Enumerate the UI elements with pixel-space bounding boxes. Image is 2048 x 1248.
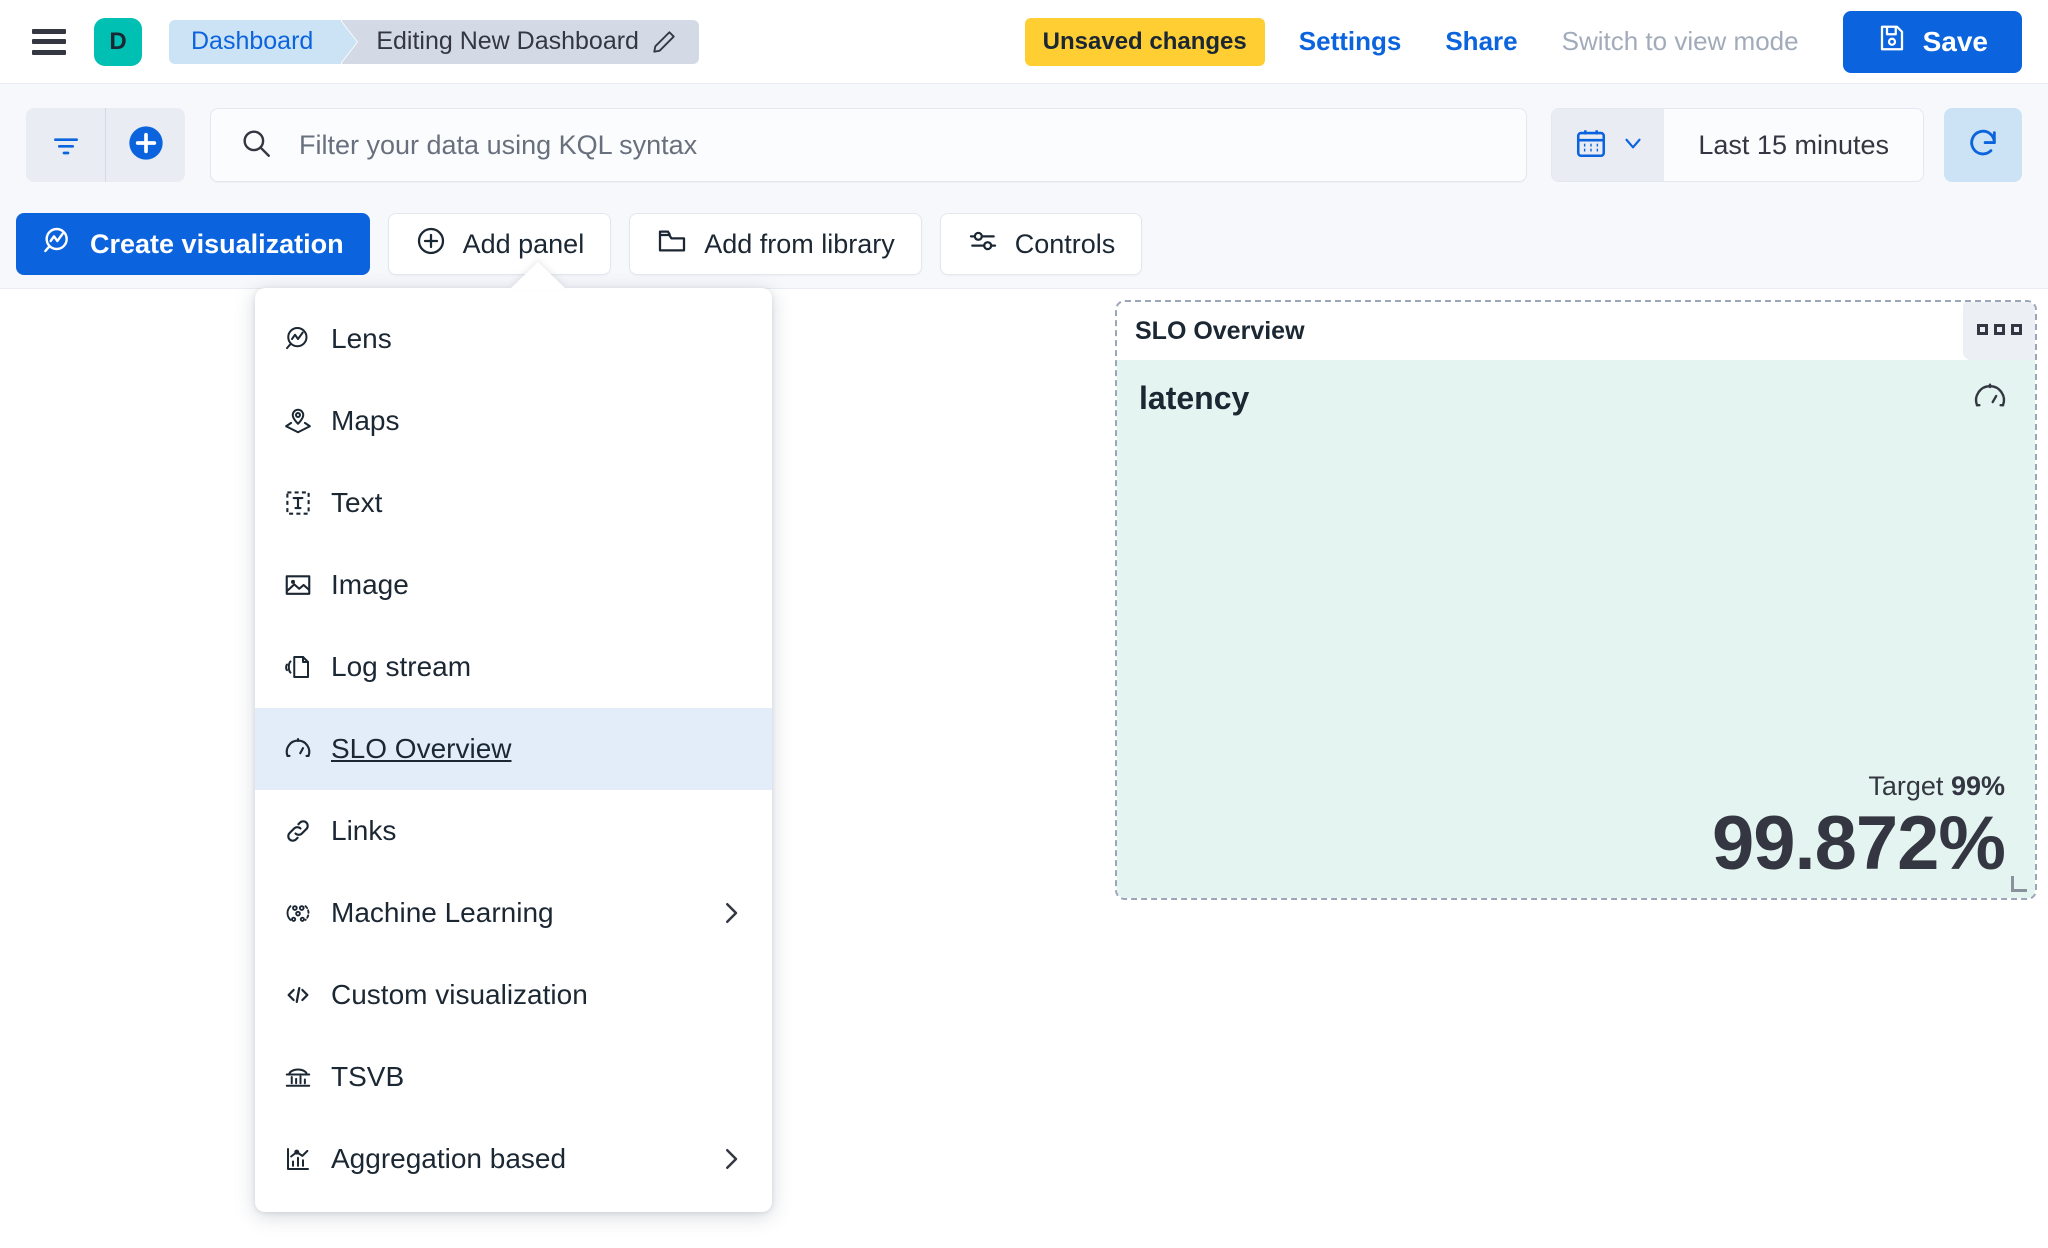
add-from-library-label: Add from library [704, 228, 895, 259]
divider [105, 108, 106, 182]
add-panel-label: Add panel [462, 228, 585, 259]
date-range-display[interactable]: Last 15 minutes [1698, 129, 1889, 160]
menu-item-log-stream[interactable]: Log stream [255, 626, 772, 708]
popover-arrow [510, 262, 566, 289]
date-range-picker: Last 15 minutes [1551, 108, 1924, 182]
menu-item-machine-learning[interactable]: Machine Learning [255, 872, 772, 954]
slo-target-value: 99% [1950, 771, 2005, 801]
slo-panel-body: latency Target 99% 99.872% [1117, 360, 2035, 898]
menu-item-label: Lens [331, 323, 392, 354]
link-icon [283, 816, 325, 846]
header-actions: Unsaved changes Settings Share Switch to… [1024, 10, 2048, 73]
chevron-right-icon [716, 898, 746, 928]
menu-item-text[interactable]: Text [255, 462, 772, 544]
chevron-down-icon [1620, 130, 1646, 161]
slo-target: Target 99% [1712, 771, 2005, 802]
save-button-label: Save [1922, 25, 1988, 57]
controls-button[interactable]: Controls [939, 213, 1143, 275]
search-icon [239, 126, 273, 165]
editing-toolbar: Create visualization Add panel Add from … [0, 200, 2048, 288]
menu-item-label: Log stream [331, 651, 472, 682]
slo-stats: Target 99% 99.872% [1711, 771, 2006, 886]
add-panel-menu: Lens Maps Text [255, 288, 772, 1212]
map-marker-layers-icon [283, 406, 325, 436]
log-stream-icon [283, 652, 325, 682]
search-input[interactable] [299, 129, 1499, 161]
menu-item-custom-visualization[interactable]: Custom visualization [255, 954, 772, 1036]
plus-circle-icon [126, 123, 166, 168]
gauge-icon [1971, 378, 2009, 421]
menu-item-label: Custom visualization [331, 979, 588, 1010]
refresh-icon [1966, 127, 2000, 164]
menu-item-lens[interactable]: Lens [255, 298, 772, 380]
slo-name: latency [1139, 380, 1250, 416]
controls-label: Controls [1014, 228, 1116, 259]
menu-item-label: Text [331, 487, 383, 518]
chevron-right-icon [716, 1144, 746, 1174]
save-button[interactable]: Save [1842, 10, 2022, 73]
add-filter-button[interactable] [106, 108, 185, 182]
global-header: D Dashboard Editing New Dashboard Unsave… [0, 0, 2048, 84]
text-box-icon [283, 488, 325, 518]
plus-circle-icon [415, 225, 447, 264]
page-title: SLO Overview [1135, 316, 1305, 345]
menu-item-maps[interactable]: Maps [255, 380, 772, 462]
menu-item-label: Maps [331, 405, 400, 436]
aggregation-icon [283, 1144, 325, 1174]
calendar-icon [1574, 126, 1608, 165]
settings-link[interactable]: Settings [1298, 26, 1402, 56]
menu-item-aggregation-based[interactable]: Aggregation based [255, 1118, 772, 1200]
space-avatar[interactable]: D [94, 17, 142, 66]
space-avatar-letter: D [109, 27, 127, 55]
breadcrumb: Dashboard Editing New Dashboard [169, 19, 699, 64]
breadcrumb-item-dashboard[interactable]: Dashboard [169, 19, 358, 64]
lens-icon [42, 225, 74, 264]
menu-item-label: Image [331, 569, 409, 600]
menu-item-slo-overview[interactable]: SLO Overview [255, 708, 772, 790]
search-field[interactable] [210, 108, 1528, 182]
share-link[interactable]: Share [1445, 26, 1518, 56]
panel-context-menu-button[interactable] [1963, 302, 2035, 360]
create-visualization-label: Create visualization [90, 228, 344, 259]
machine-learning-icon [283, 898, 325, 928]
breadcrumb-label: Dashboard [191, 27, 314, 55]
folder-icon [656, 225, 688, 264]
menu-item-label: Machine Learning [331, 897, 554, 928]
create-visualization-button[interactable]: Create visualization [16, 213, 370, 275]
resize-corner-icon[interactable] [2011, 876, 2027, 892]
gauge-icon [283, 734, 325, 764]
grip-horizontal-icon [1976, 323, 2022, 335]
menu-item-label: TSVB [331, 1061, 405, 1092]
calendar-quick-select-button[interactable] [1552, 109, 1665, 181]
status-badge-unsaved[interactable]: Unsaved changes [1024, 17, 1265, 66]
slo-overview-panel[interactable]: SLO Overview latency Targ [1115, 300, 2037, 900]
query-bar: Last 15 minutes [0, 84, 2048, 206]
sliders-icon [967, 225, 999, 264]
menu-item-image[interactable]: Image [255, 544, 772, 626]
save-disk-icon [1877, 23, 1907, 60]
slo-target-label: Target [1868, 771, 1944, 801]
switch-to-view-mode-link[interactable]: Switch to view mode [1561, 26, 1799, 56]
menu-item-label: Links [331, 815, 397, 846]
code-icon [283, 980, 325, 1010]
refresh-button[interactable] [1944, 108, 2022, 182]
add-from-library-button[interactable]: Add from library [629, 213, 922, 275]
menu-item-tsvb[interactable]: TSVB [255, 1036, 772, 1118]
hamburger-icon[interactable] [32, 28, 66, 55]
image-icon [283, 570, 325, 600]
menu-item-label: SLO Overview [331, 733, 512, 764]
lens-icon [283, 324, 325, 354]
filter-icon[interactable] [26, 108, 105, 182]
menu-item-links[interactable]: Links [255, 790, 772, 872]
menu-item-label: Aggregation based [331, 1143, 567, 1174]
breadcrumb-label: Editing New Dashboard [376, 27, 639, 55]
breadcrumb-item-editing[interactable]: Editing New Dashboard [341, 19, 699, 64]
filter-button-group [26, 108, 185, 182]
panel-header: SLO Overview [1117, 302, 2035, 360]
add-panel-button[interactable]: Add panel [387, 213, 612, 275]
slo-current-value: 99.872% [1711, 801, 2006, 886]
tsvb-icon [283, 1062, 325, 1092]
pencil-icon[interactable] [651, 29, 677, 55]
